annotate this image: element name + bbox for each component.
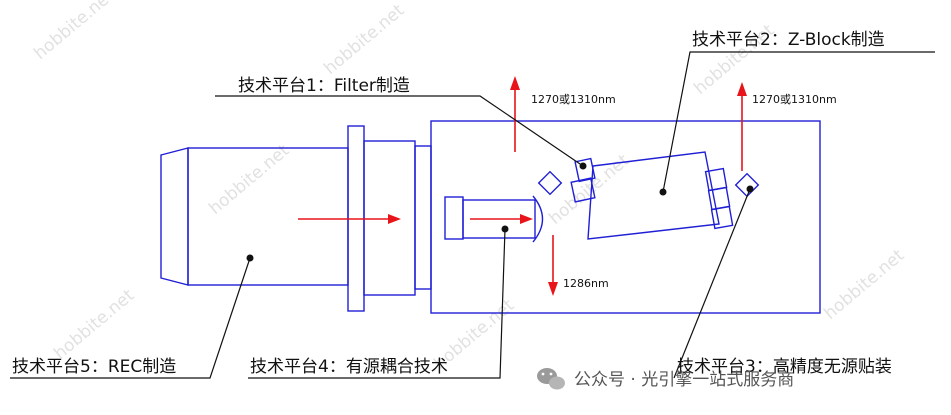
- rec-cap: [160, 147, 189, 286]
- watermark: hobbite.net: [30, 0, 118, 64]
- wavelength-label-down: 1286nm: [563, 277, 609, 290]
- leader-dots: [246, 162, 754, 262]
- pad-2: [707, 186, 731, 211]
- coupling-block: [444, 196, 464, 240]
- watermark: hobbite.net: [205, 140, 293, 218]
- coupling-lens: [462, 199, 536, 239]
- beam-up-right-head: [737, 82, 747, 96]
- flange-3: [414, 145, 432, 290]
- label-platform5: 技术平台5：REC制造: [12, 357, 176, 377]
- beam-down-head: [548, 282, 558, 296]
- watermark: hobbite.net: [50, 285, 138, 363]
- footer-text: 公众号 · 光引擎一站式服务商: [574, 370, 794, 390]
- module-outline: [160, 120, 821, 314]
- beam-horizontal-1-head: [388, 214, 401, 224]
- pad-3: [710, 205, 734, 230]
- dot-filter: [579, 162, 587, 170]
- main-housing: [430, 120, 821, 314]
- dot-zblock: [659, 188, 667, 196]
- beam-arrows: [298, 76, 747, 296]
- watermark: hobbite.net: [320, 0, 408, 78]
- beam-up-left-head: [510, 76, 520, 90]
- dot-rec: [246, 254, 254, 262]
- prism-left: [537, 170, 563, 196]
- label-platform1: 技术平台1：Filter制造: [238, 76, 410, 96]
- z-block: [587, 151, 720, 240]
- leader-platform1: [215, 95, 584, 167]
- wavelength-label-left: 1270或1310nm: [531, 93, 616, 106]
- beam-horizontal-2-head: [520, 214, 533, 224]
- dot-passive: [746, 185, 754, 193]
- leader-lines: [10, 51, 935, 379]
- watermark-layer: hobbite.net hobbite.net hobbite.net hobb…: [30, 0, 908, 374]
- watermark: hobbite.net: [820, 245, 908, 323]
- wechat-icon: [537, 368, 565, 390]
- dot-coupling: [501, 225, 509, 233]
- label-platform2: 技术平台2：Z-Block制造: [692, 30, 885, 50]
- leader-platform3: [673, 188, 751, 379]
- lens-curve: [532, 195, 544, 243]
- prism-right: [734, 172, 760, 198]
- pad-1: [704, 167, 728, 192]
- leader-platform4: [248, 228, 506, 379]
- label-platform4: 技术平台4：有源耦合技术: [250, 357, 448, 377]
- leader-platform5: [10, 257, 251, 379]
- filter-block-2: [570, 177, 596, 203]
- leader-platform2: [662, 51, 935, 193]
- footer-account: 公众号 · 光引擎一站式服务商: [537, 368, 794, 390]
- label-platform3: 技术平台3：高精度无源贴装: [677, 357, 892, 377]
- wavelength-label-right: 1270或1310nm: [752, 93, 837, 106]
